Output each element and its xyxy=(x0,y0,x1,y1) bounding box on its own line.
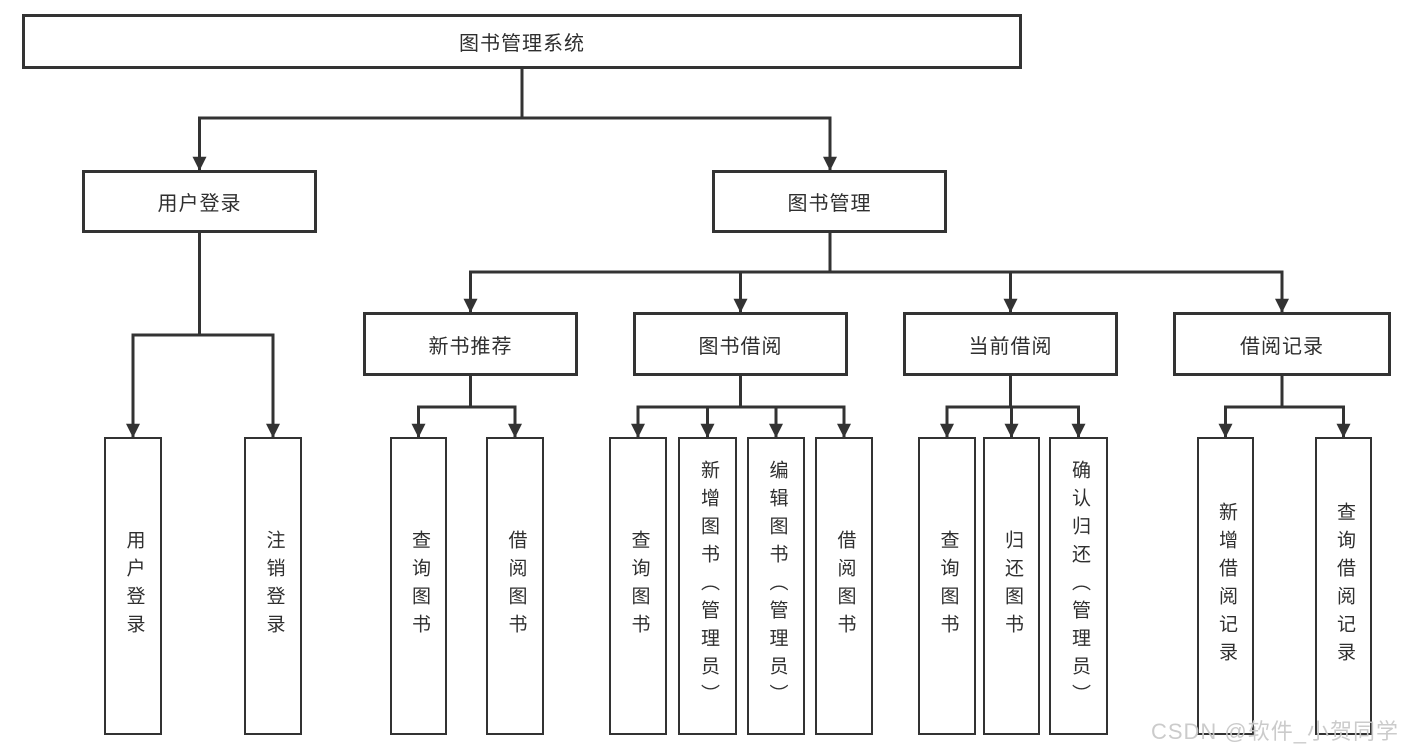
node-library-system: 图书管理系统 xyxy=(22,14,1022,69)
node-user-login: 用户登录 xyxy=(82,170,317,233)
node-query-books-recommend: 查询图书 xyxy=(390,437,447,735)
node-label: 查询图书 xyxy=(628,530,650,642)
node-label: 查询图书 xyxy=(937,530,959,642)
node-new-book-recommend: 新书推荐 xyxy=(363,312,578,376)
node-borrow-books-recommend: 借阅图书 xyxy=(486,437,544,735)
node-label: 用户登录 xyxy=(157,193,242,215)
node-label: 归还图书 xyxy=(1001,530,1023,642)
node-query-books-borrow: 查询图书 xyxy=(609,437,667,735)
node-label: 当前借阅 xyxy=(968,335,1053,358)
node-label: 新增借阅记录 xyxy=(1215,502,1237,670)
node-add-borrow-record: 新增借阅记录 xyxy=(1197,437,1254,735)
node-add-book-admin: 新增图书（管理员） xyxy=(678,437,737,735)
node-label: 借阅图书 xyxy=(834,530,856,642)
node-borrow-record: 借阅记录 xyxy=(1173,312,1391,376)
node-label: 新书推荐 xyxy=(428,335,513,358)
node-label: 编辑图书（管理员） xyxy=(766,460,788,712)
node-label: 图书管理 xyxy=(787,193,872,215)
node-query-borrow-record: 查询借阅记录 xyxy=(1315,437,1372,735)
node-label: 借阅图书 xyxy=(505,530,527,642)
node-user-login-leaf: 用户登录 xyxy=(104,437,162,735)
node-borrow-books: 借阅图书 xyxy=(815,437,873,735)
node-current-borrow: 当前借阅 xyxy=(903,312,1118,376)
node-label: 查询图书 xyxy=(408,530,430,642)
node-query-books-current: 查询图书 xyxy=(918,437,976,735)
node-label: 用户登录 xyxy=(123,530,145,642)
csdn-watermark: CSDN @软件_小贺同学 xyxy=(1150,719,1399,744)
node-book-borrow: 图书借阅 xyxy=(633,312,848,376)
node-book-management: 图书管理 xyxy=(712,170,947,233)
node-label: 查询借阅记录 xyxy=(1333,502,1355,670)
node-return-books: 归还图书 xyxy=(983,437,1040,735)
node-label: 新增图书（管理员） xyxy=(697,460,719,712)
node-edit-book-admin: 编辑图书（管理员） xyxy=(747,437,805,735)
node-label: 确认归还（管理员） xyxy=(1068,460,1090,712)
node-label: 图书借阅 xyxy=(698,335,783,358)
node-label: 注销登录 xyxy=(263,530,285,642)
node-label: 借阅记录 xyxy=(1240,335,1324,358)
node-logout: 注销登录 xyxy=(244,437,302,735)
node-label: 图书管理系统 xyxy=(459,33,585,55)
node-confirm-return-admin: 确认归还（管理员） xyxy=(1049,437,1108,735)
